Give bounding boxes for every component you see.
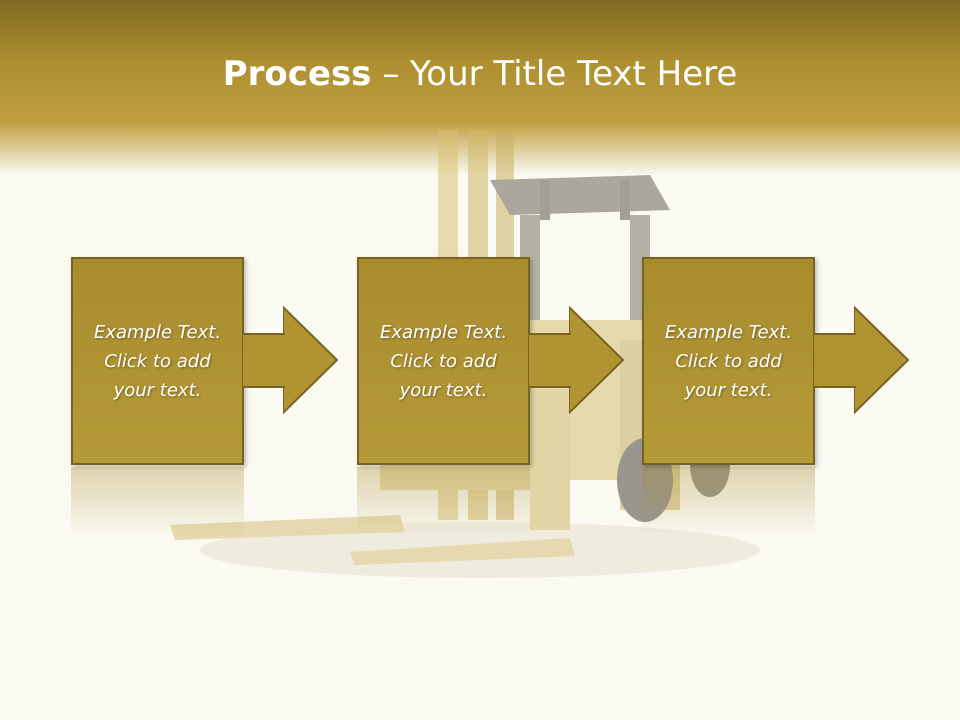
step-2-text: Example Text. Click to add your text. <box>379 321 508 401</box>
title-bold: Process <box>222 54 372 94</box>
step-1-reflection <box>71 467 244 537</box>
process-step-3[interactable]: Example Text. Click to add your text. <box>642 257 815 465</box>
step-2-arrow-icon <box>569 305 625 415</box>
step-1-text: Example Text. Click to add your text. <box>93 321 222 401</box>
step-3-arrow-icon <box>854 305 910 415</box>
page-title[interactable]: Process – Your Title Text Here <box>0 50 960 98</box>
step-3-text: Example Text. Click to add your text. <box>664 321 793 401</box>
step-3-arrow-shaft <box>814 333 856 388</box>
step-2-reflection <box>357 467 530 537</box>
step-1-arrow-icon <box>283 305 339 415</box>
step-3-reflection <box>642 467 815 537</box>
title-rest: – Your Title Text Here <box>371 54 738 94</box>
process-step-1[interactable]: Example Text. Click to add your text. <box>71 257 244 465</box>
step-1-arrow-shaft <box>243 333 285 388</box>
process-step-2[interactable]: Example Text. Click to add your text. <box>357 257 530 465</box>
step-2-arrow-shaft <box>529 333 571 388</box>
